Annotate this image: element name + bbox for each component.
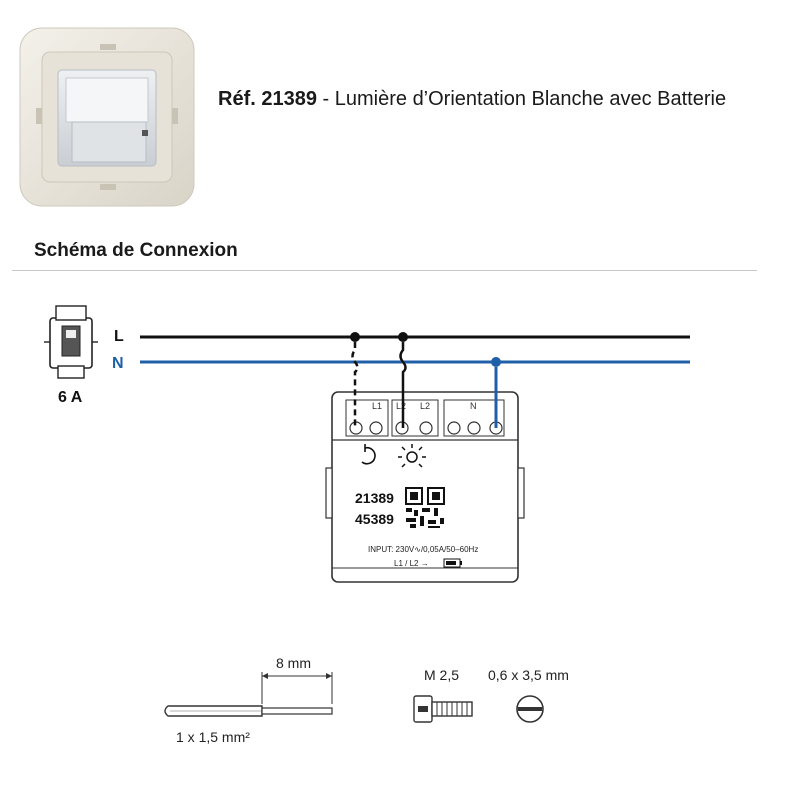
live-line-label: L xyxy=(114,328,124,345)
product-photo xyxy=(19,27,195,207)
terminal-label: L2 xyxy=(396,401,406,411)
stripped-wire-icon xyxy=(164,672,333,717)
junction-dot xyxy=(350,332,360,342)
terminal-label: L1 xyxy=(372,401,382,411)
live-wire xyxy=(399,342,407,428)
section-divider xyxy=(12,270,757,271)
product-code: 21389 xyxy=(355,490,394,506)
screw-icon xyxy=(413,695,473,723)
product-title: Réf. 21389 - Lumière d’Orientation Blanc… xyxy=(218,88,726,111)
wire-section: 1 x 1,5 mm² xyxy=(176,729,250,745)
neutral-line-label: N xyxy=(112,355,124,372)
product-code: 45389 xyxy=(355,511,394,527)
terminal-label: N xyxy=(470,401,477,411)
breaker-rating: 6 A xyxy=(58,389,83,406)
title-separator: - xyxy=(316,88,335,110)
screw-size: M 2,5 xyxy=(424,667,459,683)
dashed-wire xyxy=(351,342,359,428)
battery-icon xyxy=(443,558,462,568)
terminal-label: L2 xyxy=(420,401,430,411)
strip-length: 8 mm xyxy=(276,655,311,671)
qr-code xyxy=(405,487,445,528)
junction-dot xyxy=(491,357,501,367)
slotted-screw-head-icon xyxy=(516,695,544,723)
product-name: Lumière d’Orientation Blanche avec Batte… xyxy=(334,88,727,110)
standby-icon xyxy=(361,444,376,465)
light-icon xyxy=(398,444,426,468)
junction-dot xyxy=(398,332,408,342)
section-heading: Schéma de Connexion xyxy=(34,240,238,261)
product-reference: Réf. 21389 xyxy=(218,88,317,110)
circuit-breaker-icon xyxy=(44,305,98,379)
battery-label: L1 / L2 → xyxy=(394,559,429,568)
screwdriver-size: 0,6 x 3,5 mm xyxy=(488,667,569,683)
input-spec: INPUT: 230V∿/0,05A/50–60Hz xyxy=(368,545,478,554)
